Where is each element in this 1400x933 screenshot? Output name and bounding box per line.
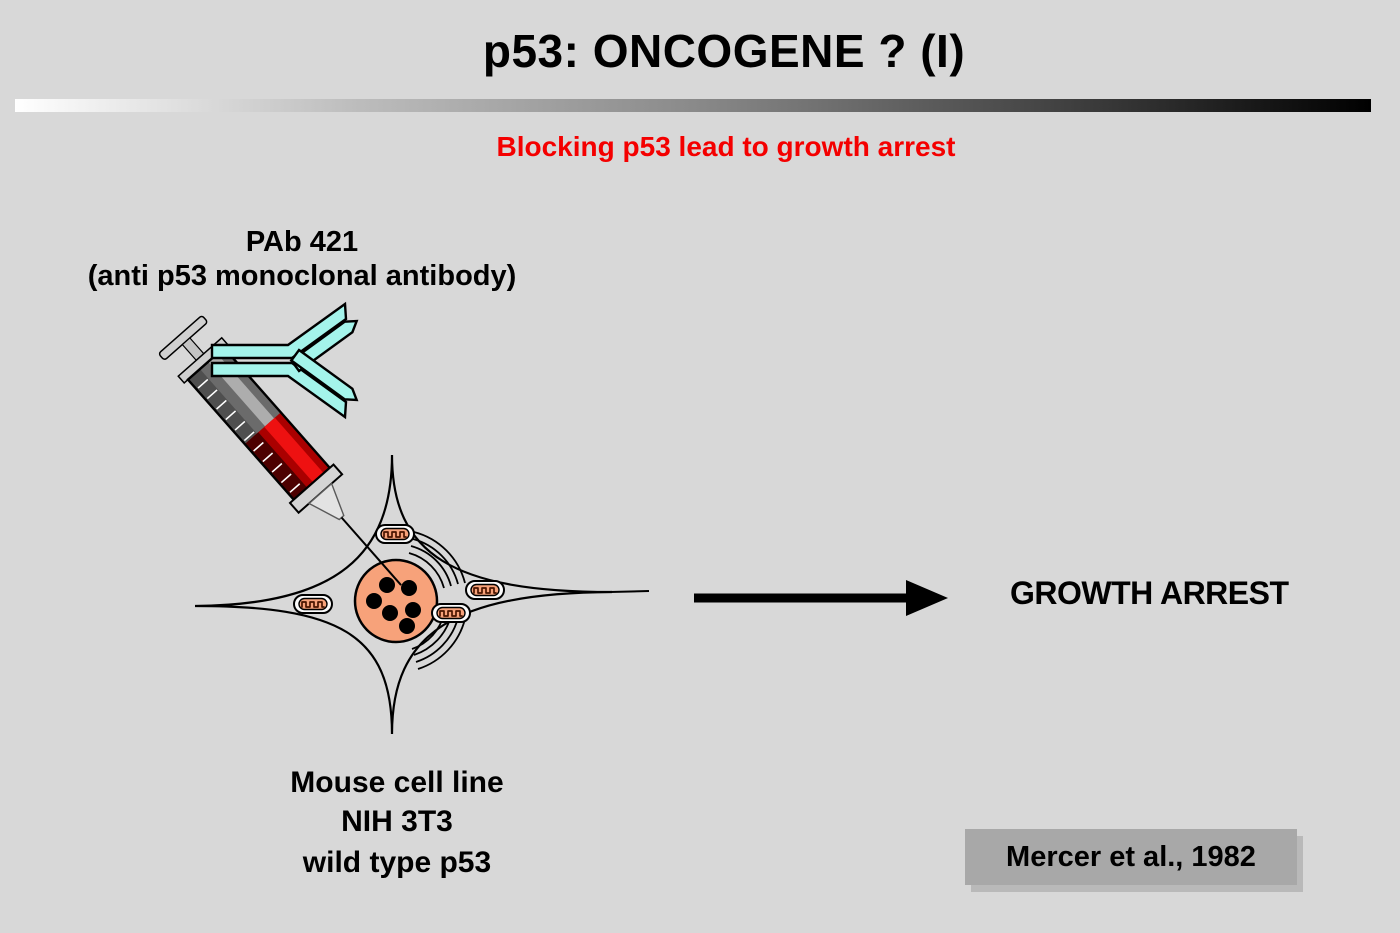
nucleus-icon [353,558,439,644]
cell-line-label-line3: wild type p53 [302,846,492,879]
cell-line-label-line1: Mouse cell line [290,766,504,799]
mitochondrion-icon [293,594,333,614]
syringe-icon [158,315,402,586]
slide-subtitle: Blocking p53 lead to growth arrest [496,131,956,162]
slide-title: p53: ONCOGENE ? (I) [482,25,966,77]
citation-box: Mercer et al., 1982 [965,829,1297,885]
antibody-light-chain-lower [289,348,359,402]
syringe-graduations [197,378,301,493]
mitochondrion-icon [431,603,471,623]
syringe-liquid [244,412,330,500]
cell-line-label-line2: NIH 3T3 [341,805,453,838]
antibody-label-line2: (anti p53 monoclonal antibody) [87,260,517,292]
syringe-needle [340,516,402,586]
arrow-right-icon [694,580,948,616]
nucleolus-dot [379,577,395,593]
syringe-barrel [186,346,332,502]
nucleolus-dot [399,618,415,634]
cell-right-tip [609,590,650,593]
antibody-heavy-chain-lower [210,361,348,420]
nucleolus-dot [382,605,398,621]
nucleolus-dot [366,593,382,609]
mitochondrion-icon [375,524,415,544]
cell-line-label: Mouse cell line NIH 3T3 wild type p53 [290,763,503,882]
mitochondrion-icon [465,580,505,600]
title-divider-gradient-bar [15,99,1371,112]
nucleolus-dot [401,580,417,596]
growth-arrest-label: GROWTH ARREST [1010,575,1289,611]
antibody-heavy-chain-upper [210,301,348,360]
antibody-label: PAb 421 (anti p53 monoclonal antibody) [88,225,517,293]
cell-membrane [194,454,613,735]
antibody-label-line1: PAb 421 [245,226,359,258]
syringe-tip-cone [307,482,345,521]
antibody-icon [210,301,359,420]
cell-icon [194,454,650,735]
nucleolus-dot [405,602,421,618]
